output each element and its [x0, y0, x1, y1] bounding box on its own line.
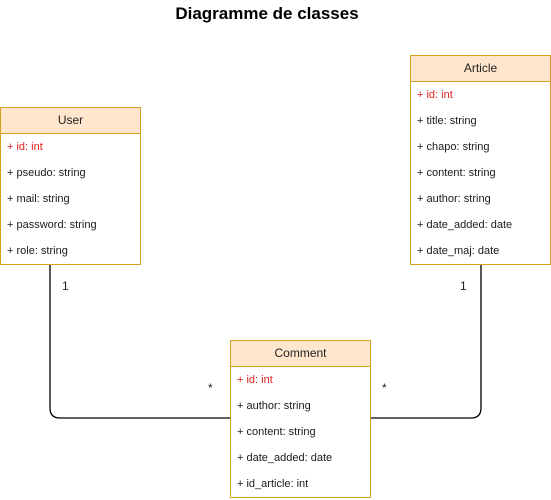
user-multiplicity-label: 1	[62, 279, 69, 293]
article-attr-content: + content: string	[417, 167, 496, 179]
article-attr-title: + title: string	[417, 115, 477, 127]
user-comment-target-multiplicity-label: *	[208, 381, 213, 395]
article-class[interactable]: Article + id: int + title: string + chap…	[410, 55, 551, 265]
article-multiplicity-label: 1	[460, 279, 467, 293]
user-class-name: User	[1, 108, 140, 134]
comment-class[interactable]: Comment + id: int + author: string + con…	[230, 340, 371, 498]
user-attr-password: + password: string	[7, 219, 97, 231]
article-class-name: Article	[411, 56, 550, 82]
user-attr-role: + role: string	[7, 245, 68, 257]
user-comment-association	[49, 263, 231, 419]
article-attr-date-added: + date_added: date	[417, 219, 513, 231]
comment-attr-id-article: + id_article: int	[237, 478, 309, 490]
user-attr-id: + id: int	[7, 141, 43, 153]
comment-attr-author: + author: string	[237, 400, 311, 412]
comment-attr-date-added: + date_added: date	[237, 452, 333, 464]
article-attr-id: + id: int	[417, 89, 453, 101]
comment-class-name: Comment	[231, 341, 370, 367]
article-attr-date-maj: + date_maj: date	[417, 245, 500, 257]
user-class[interactable]: User + id: int + pseudo: string + mail: …	[0, 107, 141, 265]
article-attr-chapo: + chapo: string	[417, 141, 490, 153]
diagram-title: Diagramme de classes	[175, 4, 359, 23]
user-attr-pseudo: + pseudo: string	[7, 167, 86, 179]
comment-attr-content: + content: string	[237, 426, 316, 438]
comment-attr-id: + id: int	[237, 374, 273, 386]
article-comment-target-multiplicity-label: *	[382, 381, 387, 395]
article-attr-author: + author: string	[417, 193, 491, 205]
user-attr-mail: + mail: string	[7, 193, 70, 205]
article-comment-association	[370, 263, 482, 419]
